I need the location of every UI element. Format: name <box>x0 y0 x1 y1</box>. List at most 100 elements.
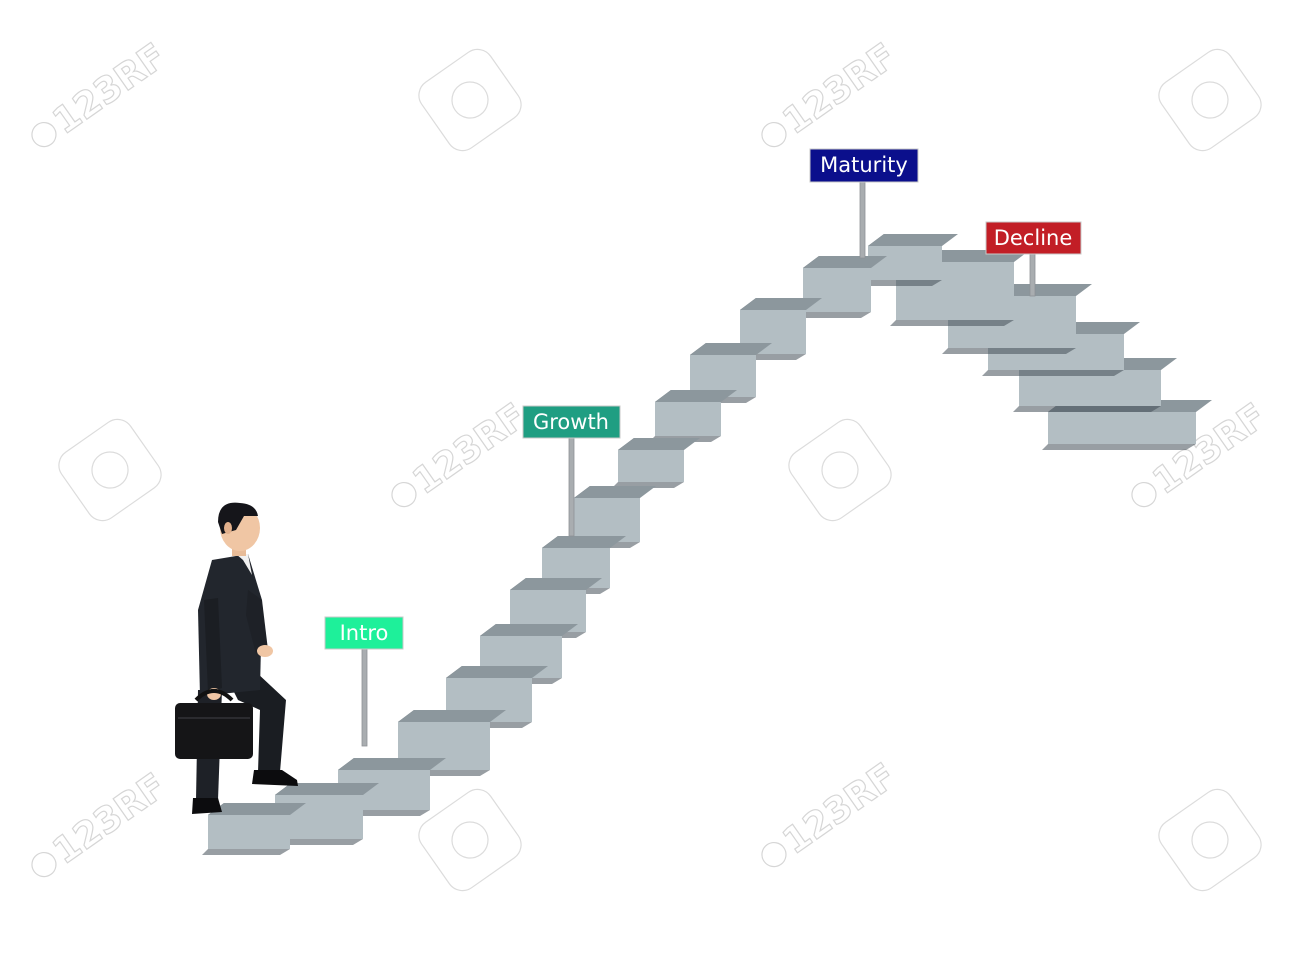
watermark-camera-icon <box>788 418 892 522</box>
stair-step <box>797 256 887 318</box>
watermark-icon-frame <box>58 418 162 522</box>
watermark-camera-icon <box>761 841 787 868</box>
watermark-logo: 123RF <box>31 765 174 878</box>
businessman-front-arm <box>246 590 268 654</box>
stair-step-front <box>618 450 684 482</box>
watermark-logo: 123RF <box>31 35 174 148</box>
watermark-camera-icon <box>418 788 522 892</box>
stair-step-shadow <box>1042 444 1196 450</box>
watermark-icon-lens <box>91 451 129 489</box>
growth-sign-post <box>568 437 575 537</box>
businessman-back-arm <box>204 598 222 692</box>
stair-step <box>862 234 958 286</box>
watermark-logo: 123RF <box>391 395 534 508</box>
stair-step-top <box>510 578 602 590</box>
briefcase-handle <box>194 689 234 702</box>
watermark-text: 123RF <box>46 766 174 873</box>
businessman-front-shoe <box>252 770 298 786</box>
stair-step-top <box>740 298 822 310</box>
watermark-text: 123RF <box>776 36 904 143</box>
businessman-front-hand <box>257 645 273 657</box>
businessman-back-shoe <box>192 798 222 814</box>
watermark-icon-lens <box>451 821 489 859</box>
stair-step-front <box>208 815 290 849</box>
watermark-camera-icon <box>418 48 522 152</box>
watermark-icon-frame <box>418 788 522 892</box>
businessman-figure <box>175 502 298 814</box>
watermark-icon-frame <box>418 48 522 152</box>
stair-step <box>649 390 737 442</box>
watermark-camera-icon <box>1158 788 1262 892</box>
watermark-camera-icon <box>761 121 787 148</box>
growth-sign: Growth <box>522 405 621 537</box>
briefcase <box>175 703 253 759</box>
stair-step-front <box>868 246 942 280</box>
stair-step-shadow <box>982 370 1124 376</box>
maturity-sign-post <box>859 181 866 259</box>
stair-step-shadow <box>862 280 942 286</box>
stair-step-top <box>480 624 578 636</box>
stair-step-top <box>690 343 772 355</box>
stair-step-front <box>655 402 721 436</box>
watermark-camera-icon <box>58 418 162 522</box>
watermark-icon-frame <box>1158 48 1262 152</box>
stair-step-top <box>446 666 548 678</box>
stair-step-shadow <box>797 312 871 318</box>
watermark-camera-icon <box>31 121 57 148</box>
watermark-camera-icon <box>391 481 417 508</box>
watermark-logo: 123RF <box>761 35 904 148</box>
stair-step <box>202 803 306 855</box>
stair-step-top <box>275 783 379 795</box>
intro-sign-post <box>361 647 368 747</box>
decline-sign-label: Decline <box>994 226 1073 250</box>
decline-sign-post <box>1029 253 1036 297</box>
decline-sign-board <box>985 221 1082 255</box>
stair-step-shadow <box>890 320 1014 326</box>
businessman-ear <box>224 522 232 534</box>
intro-sign-board <box>324 616 404 650</box>
stair-step-front <box>803 268 871 312</box>
stair-step <box>568 486 656 548</box>
stair-step-top <box>338 758 446 770</box>
watermark-text: 123RF <box>46 36 174 143</box>
staircase <box>202 234 1212 855</box>
stair-step-shadow <box>202 849 290 855</box>
watermark-icon-lens <box>451 81 489 119</box>
stair-step-shadow <box>269 839 363 845</box>
stair-step-shadow <box>1013 406 1161 412</box>
decline-sign: Decline <box>985 221 1082 297</box>
watermark-icon-frame <box>788 418 892 522</box>
watermark-icon-lens <box>1191 81 1229 119</box>
watermark-camera-icon <box>31 851 57 878</box>
growth-sign-label: Growth <box>533 410 609 434</box>
watermark-icon-frame <box>1158 788 1262 892</box>
stair-step-top <box>398 710 506 722</box>
businessman-shirt-collar <box>236 554 252 575</box>
watermark-text: 123RF <box>776 756 904 863</box>
watermark-camera-icon <box>1158 48 1262 152</box>
stair-step-top <box>655 390 737 402</box>
watermark-icon-lens <box>1191 821 1229 859</box>
stair-step-top <box>868 234 958 246</box>
watermark-logo: 123RF <box>761 755 904 868</box>
stair-step-top <box>803 256 887 268</box>
watermark-text: 123RF <box>406 396 534 503</box>
stair-step-front <box>574 498 640 542</box>
stair-step-top <box>618 438 700 450</box>
maturity-sign: Maturity <box>809 148 919 259</box>
maturity-sign-board <box>809 148 919 183</box>
watermark-icon-lens <box>821 451 859 489</box>
maturity-sign-label: Maturity <box>820 153 908 177</box>
stair-step <box>612 438 700 488</box>
growth-sign-board <box>522 405 621 439</box>
businessman-front-leg <box>232 672 286 772</box>
stair-step-top <box>208 803 306 815</box>
stair-step-shadow <box>942 348 1076 354</box>
stair-step-top <box>542 536 626 548</box>
watermark-camera-icon <box>1131 481 1157 508</box>
stair-step-front <box>1048 412 1196 444</box>
intro-sign-label: Intro <box>340 621 389 645</box>
intro-sign: Intro <box>324 616 404 747</box>
stair-step-top <box>574 486 656 498</box>
